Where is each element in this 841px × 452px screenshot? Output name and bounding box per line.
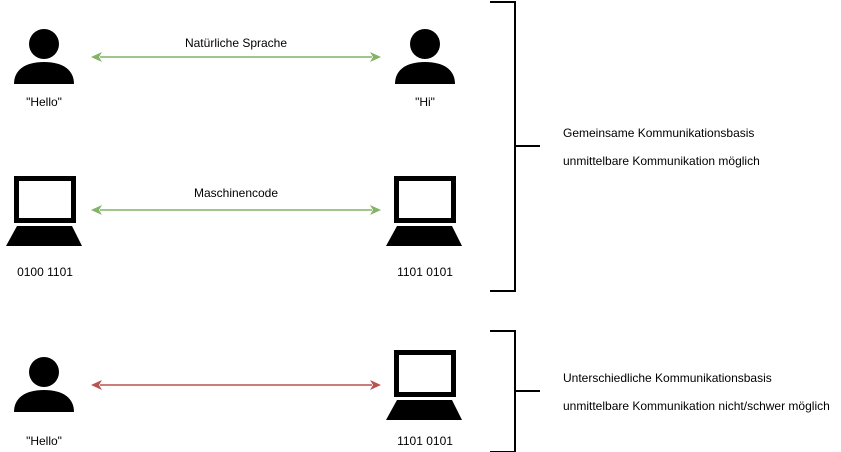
bidirectional-arrow [91,52,381,62]
node-label: 1101 0101 [397,434,453,448]
group-description: unmittelbare Kommunikation nicht/schwer … [563,399,830,413]
node-label: "Hi" [415,95,435,109]
person-icon [14,29,74,84]
laptop-icon [386,353,462,421]
group-description: unmittelbare Kommunikation möglich [563,154,760,168]
arrow-label: Maschinencode [193,186,279,200]
node-label: 0100 1101 [17,265,73,279]
arrow-label: Natürliche Sprache [184,36,288,50]
person-icon [14,357,74,412]
node-label: 1101 0101 [397,265,453,279]
group-brace [490,330,540,452]
group-title: Gemeinsame Kommunikationsbasis [563,126,755,140]
bidirectional-arrow [91,205,381,215]
laptop-icon [6,179,82,247]
group-brace [490,1,540,292]
group-title: Unterschiedliche Kommunikationsbasis [563,371,772,385]
node-label: "Hello" [26,95,62,109]
laptop-icon [386,179,462,247]
bidirectional-arrow [91,380,381,390]
person-icon [395,29,455,84]
node-label: "Hello" [26,434,62,448]
